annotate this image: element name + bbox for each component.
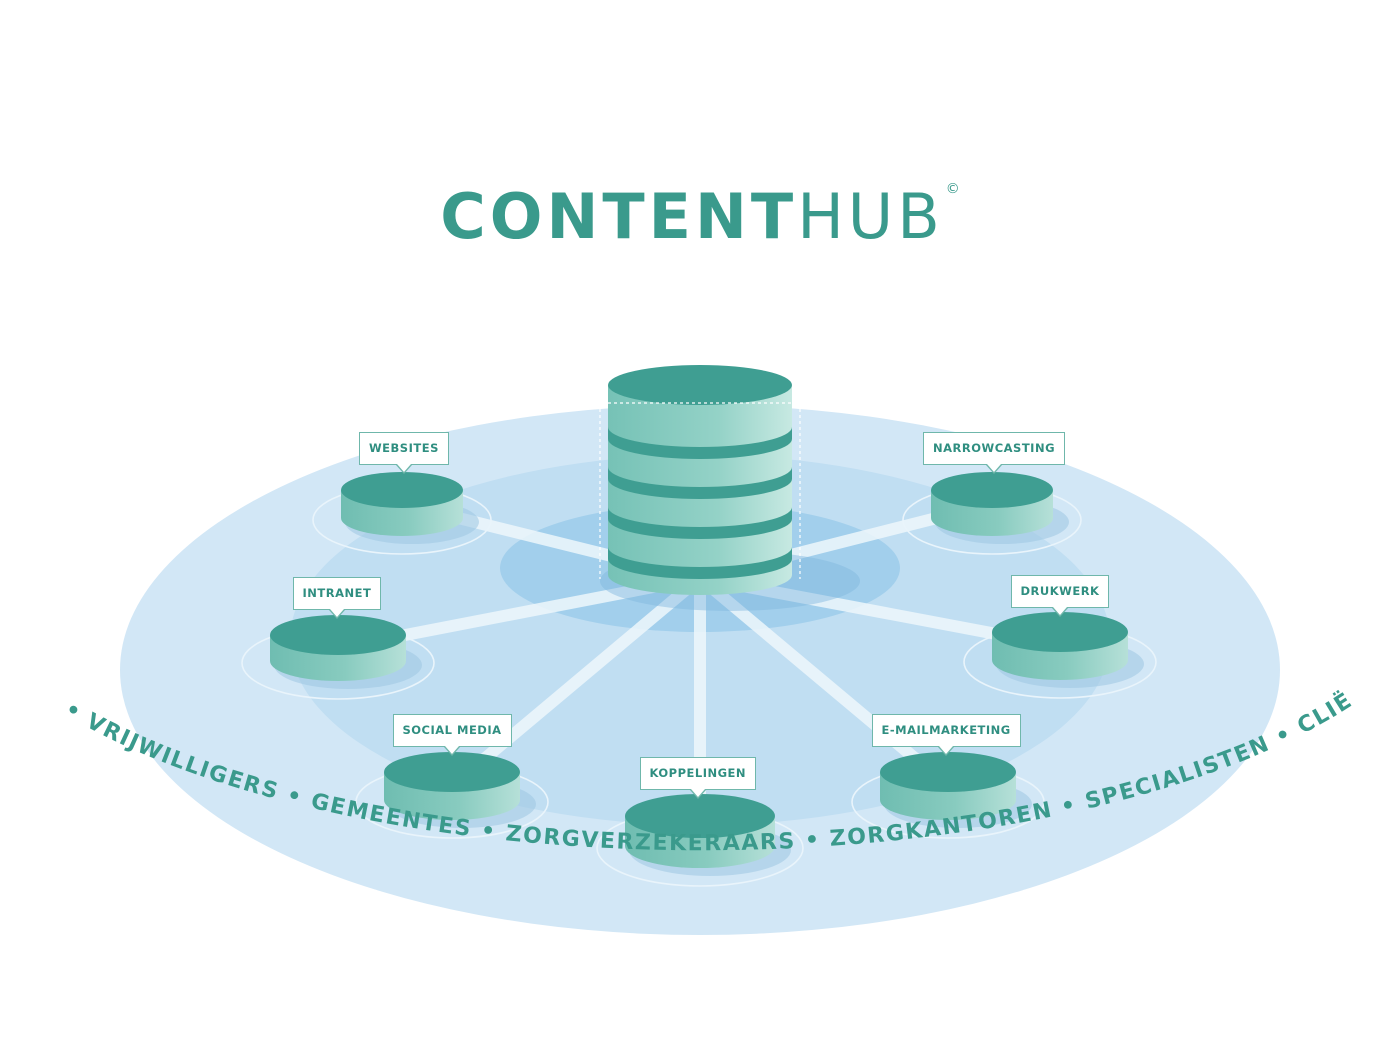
label-intranet: INTRANET (292, 576, 382, 619)
node-drukwerk (963, 612, 1157, 699)
label-drukwerk: DRUKWERK (1010, 574, 1110, 617)
label-social-media: SOCIAL MEDIA (392, 713, 512, 756)
page-title: CONTENTHUB© (0, 182, 1400, 248)
label-narrowcasting: NARROWCASTING (923, 431, 1066, 474)
node-koppelingen (596, 794, 804, 887)
label-websites: WEBSITES (359, 431, 449, 474)
node-top (270, 615, 406, 655)
node-e-mailmarketing (851, 752, 1045, 839)
hub-band (608, 507, 792, 539)
connector-e-mailmarketing (694, 572, 954, 792)
node-narrowcasting (902, 472, 1082, 555)
node-top (384, 752, 520, 792)
hub-band (608, 427, 792, 459)
node-top (992, 612, 1128, 652)
connector-social-media (446, 572, 706, 792)
copyright-symbol: © (945, 181, 960, 197)
node-social-media (355, 752, 549, 839)
node-websites (312, 472, 492, 555)
hub-band (608, 547, 792, 579)
label-koppelingen: KOPPELINGEN (639, 756, 757, 799)
hub-band (608, 467, 792, 499)
node-top (341, 472, 463, 508)
node-top (625, 794, 775, 838)
node-top (931, 472, 1053, 508)
hub-guides (599, 402, 801, 579)
database-icon (599, 365, 860, 611)
label-e-mailmarketing: E-MAILMARKETING (871, 713, 1021, 756)
node-discs (241, 472, 1157, 887)
node-intranet (241, 615, 435, 700)
hub-top (608, 365, 792, 405)
node-top (880, 752, 1016, 792)
title-content: CONTENT (440, 180, 798, 253)
title-hub: HUB (797, 180, 944, 253)
